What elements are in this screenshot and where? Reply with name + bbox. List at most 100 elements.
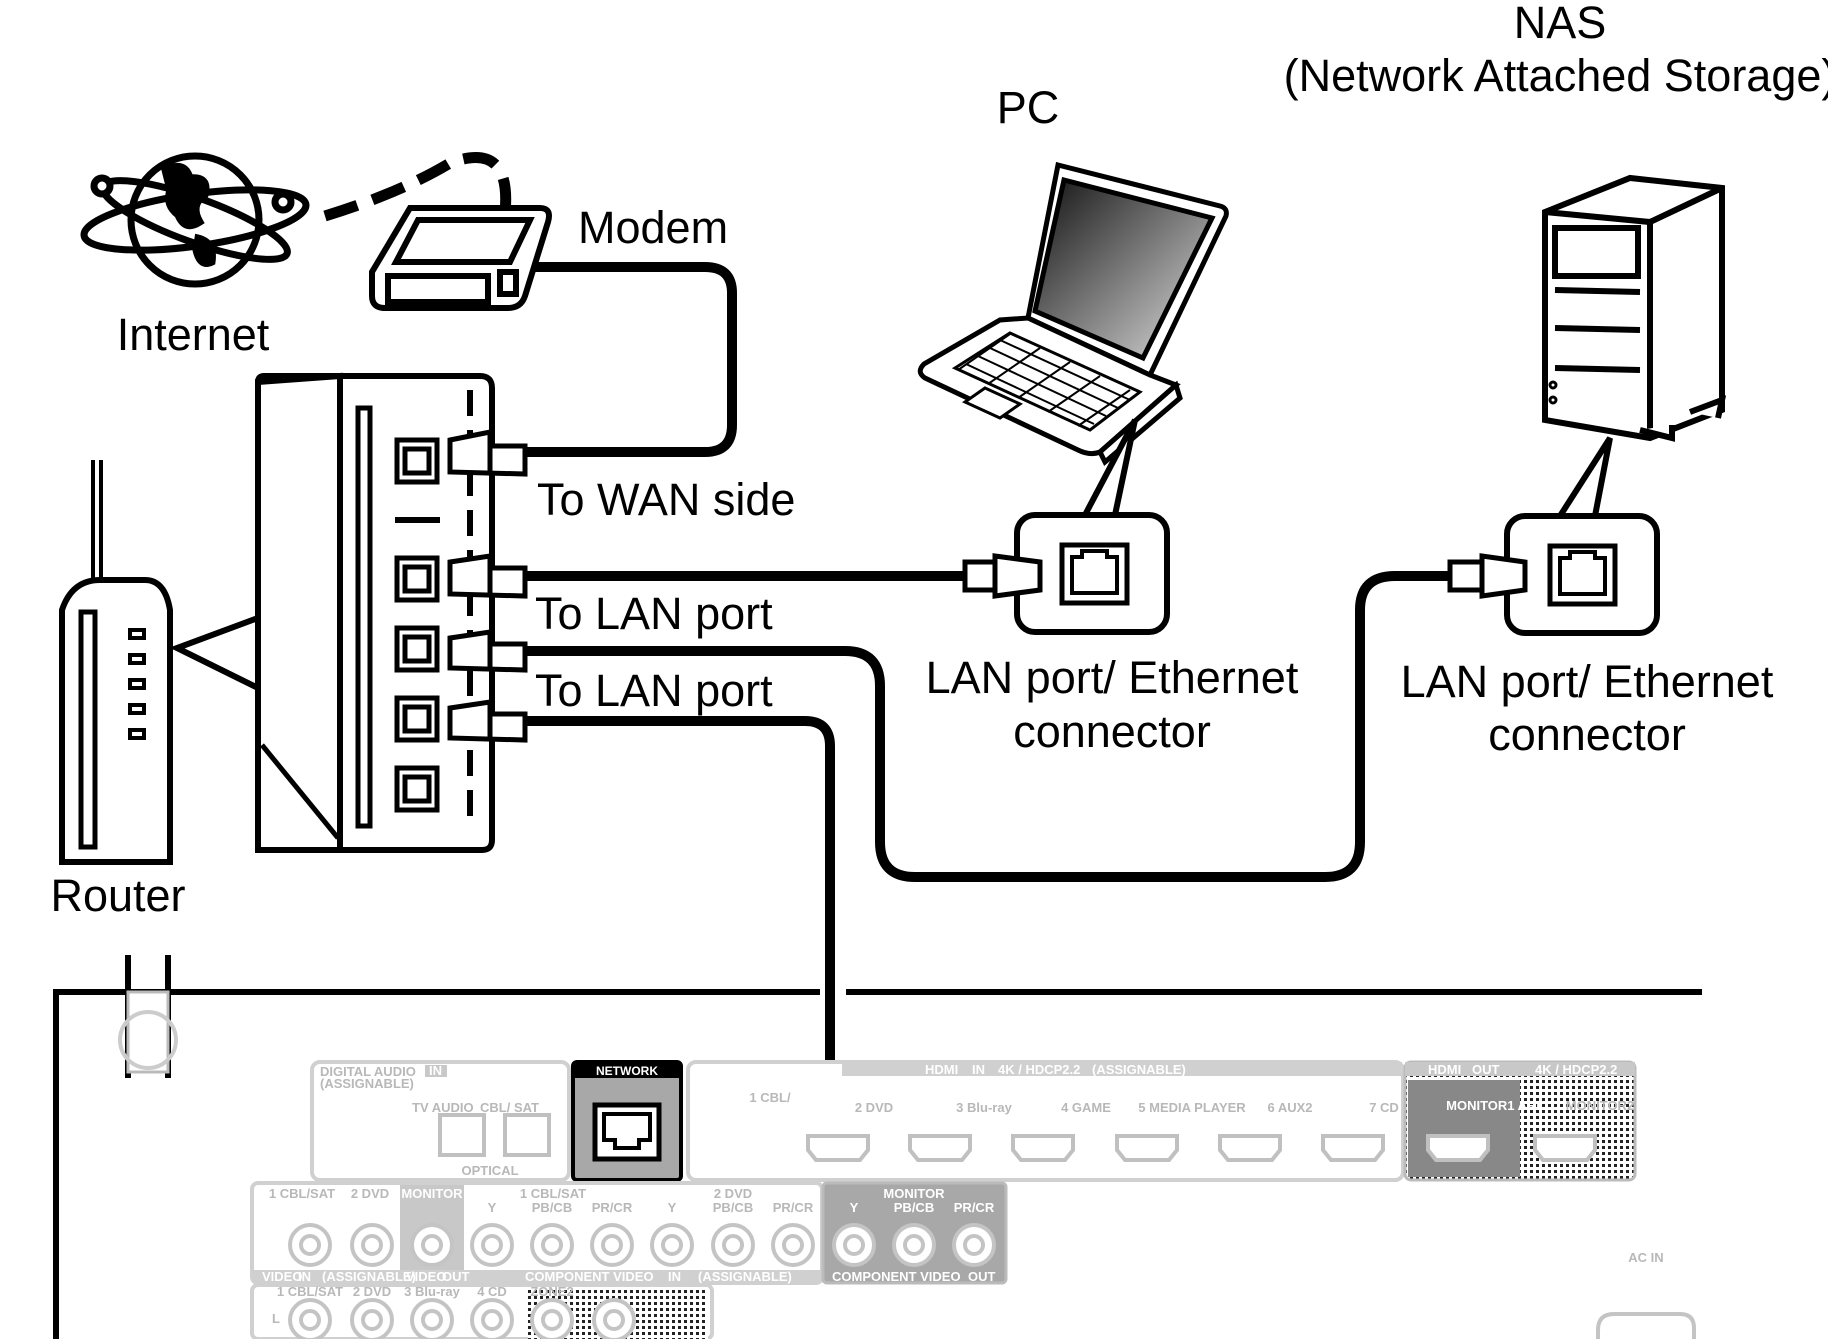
audio-l-marker: L xyxy=(272,1311,280,1326)
hdmi-input-3: 3 Blu-ray xyxy=(956,1100,1012,1115)
router-ports xyxy=(394,437,440,813)
to-lan-port-label-2: To LAN port xyxy=(535,665,773,716)
digital-audio-assignable: (ASSIGNABLE) xyxy=(320,1076,414,1091)
component-monitor-y: Y xyxy=(850,1200,859,1215)
pc-label: PC xyxy=(997,82,1060,133)
video-in-label: VIDEO xyxy=(262,1269,302,1284)
router-label: Router xyxy=(50,870,185,921)
cbl-sat-optical-label: CBL/ SAT xyxy=(480,1100,539,1115)
audio-input-1: 1 CBL/SAT xyxy=(277,1284,343,1299)
router-lan-port-2 xyxy=(394,625,440,673)
monitor1-arc-label: MONITOR1 ARC xyxy=(1446,1098,1546,1113)
optical-port-1 xyxy=(438,1113,486,1157)
wan-plug xyxy=(447,428,528,477)
component-monitor-label: MONITOR xyxy=(883,1186,945,1201)
nas-port-label-line2: connector xyxy=(1488,709,1686,760)
nas-port-label-line1: LAN port/ Ethernet xyxy=(1401,656,1774,707)
video-monitor-label: MONITOR xyxy=(401,1186,463,1201)
laptop-icon xyxy=(917,161,1229,466)
router-icon xyxy=(59,460,260,865)
monitor2-label: MONITOR2 xyxy=(1566,1098,1634,1113)
audio-input-3: 3 Blu-ray xyxy=(404,1284,460,1299)
component-1-y: Y xyxy=(488,1200,497,1215)
hdmi-out-badge: OUT xyxy=(1472,1062,1500,1077)
hdmi-output-group: HDMI OUT 4K / HDCP2.2 MONITOR1 ARC MONIT… xyxy=(1403,1060,1637,1182)
audio-input-2: 2 DVD xyxy=(353,1284,391,1299)
video-out-label: VIDEO xyxy=(406,1269,446,1284)
hdmi-out-hdcp: 4K / HDCP2.2 xyxy=(1535,1062,1617,1077)
modem-icon xyxy=(369,205,552,311)
component-assignable: (ASSIGNABLE) xyxy=(698,1269,792,1284)
video-out-badge: OUT xyxy=(442,1269,470,1284)
lan-plug-3 xyxy=(447,699,528,743)
component-2-pb: PB/CB xyxy=(713,1200,753,1215)
lan-plug-2 xyxy=(447,629,528,673)
pc-port-callout xyxy=(1014,418,1170,635)
router-lan-port-1 xyxy=(394,555,440,603)
video-assignable: (ASSIGNABLE) xyxy=(322,1269,416,1284)
hdmi-input-4: 4 GAME xyxy=(1061,1100,1111,1115)
nas-label-line1: NAS xyxy=(1514,0,1607,48)
hdmi-input-5: 5 MEDIA PLAYER xyxy=(1138,1100,1246,1115)
nas-label-line2: (Network Attached Storage) xyxy=(1284,50,1828,101)
nas-port-callout xyxy=(1504,436,1660,636)
nas-plug xyxy=(1447,553,1528,599)
lan-plug-1 xyxy=(447,553,528,599)
globe-icon xyxy=(80,152,310,288)
ac-inlet xyxy=(1596,1312,1696,1339)
tv-audio-label: TV AUDIO xyxy=(412,1100,474,1115)
hdmi-in-hdcp: 4K / HDCP2.2 xyxy=(998,1062,1080,1077)
hdmi-input-group: HDMI IN 4K / HDCP2.2 (ASSIGNABLE) 1 CBL/… xyxy=(686,1060,1405,1182)
pc-port-label-line2: connector xyxy=(1013,706,1211,757)
nas-icon xyxy=(1542,174,1727,442)
hdmi-input-7: 7 CD xyxy=(1369,1100,1399,1115)
pc-plug xyxy=(962,553,1043,599)
router-lan-port-4 xyxy=(394,765,440,813)
component-monitor-output: MONITOR Y PB/CB PR/CR COMPONENT VIDEO OU… xyxy=(821,1181,1008,1285)
hdmi-in-badge: IN xyxy=(972,1062,985,1077)
component-1-pb: PB/CB xyxy=(532,1200,572,1215)
receiver-network-port: NETWORK xyxy=(571,1060,683,1182)
analog-audio-group: L 1 CBL/SAT 2 DVD 3 Blu-ray 4 CD ZONE2 xyxy=(250,1283,714,1339)
video-in-badge: IN xyxy=(298,1269,311,1284)
nas-lan-cable xyxy=(520,571,1455,882)
network-label: NETWORK xyxy=(596,1064,658,1078)
component-monitor-pr: PR/CR xyxy=(954,1200,995,1215)
digital-audio-input-group: DIGITAL AUDIO IN (ASSIGNABLE) TV AUDIO C… xyxy=(310,1060,571,1182)
hdmi-in-title: HDMI xyxy=(925,1062,958,1077)
hdmi-input-2: 2 DVD xyxy=(855,1100,893,1115)
component-2-label: 2 DVD xyxy=(714,1186,752,1201)
ac-in-label: AC IN xyxy=(1628,1250,1663,1265)
router-plugs xyxy=(447,428,528,743)
hdmi-input-1: 1 CBL/ xyxy=(749,1090,791,1105)
pc-port-label-line1: LAN port/ Ethernet xyxy=(926,652,1299,703)
video-input-1: 1 CBL/SAT xyxy=(269,1186,335,1201)
component-1-pr: PR/CR xyxy=(592,1200,633,1215)
to-wan-side-label: To WAN side xyxy=(537,474,795,525)
audio-input-4: 4 CD xyxy=(477,1284,507,1299)
digital-audio-title: DIGITAL AUDIO xyxy=(320,1064,416,1079)
component-monitor-out-badge: OUT xyxy=(968,1269,996,1284)
digital-audio-in-badge: IN xyxy=(429,1063,442,1078)
component-1-label: 1 CBL/SAT xyxy=(520,1186,586,1201)
video-component-group: 1 CBL/SAT 2 DVD MONITOR 1 CBL/SAT 2 DVD … xyxy=(250,1181,824,1285)
component-video-label: COMPONENT VIDEO xyxy=(525,1269,654,1284)
optical-label: OPTICAL xyxy=(461,1163,518,1178)
wan-cable xyxy=(520,262,737,457)
internet-label: Internet xyxy=(117,309,270,360)
hdmi-out-title: HDMI xyxy=(1428,1062,1461,1077)
zone2-label: ZONE2 xyxy=(530,1284,573,1299)
router-wan-port xyxy=(394,437,440,485)
component-monitor-footer: COMPONENT VIDEO xyxy=(832,1269,961,1284)
router-lan-port-3 xyxy=(394,695,440,743)
hdmi-in-assignable: (ASSIGNABLE) xyxy=(1092,1062,1186,1077)
component-monitor-pb: PB/CB xyxy=(894,1200,934,1215)
component-in-badge: IN xyxy=(668,1269,681,1284)
optical-port-2 xyxy=(503,1113,551,1157)
receiver-rear-panel: DIGITAL AUDIO IN (ASSIGNABLE) TV AUDIO C… xyxy=(53,955,1702,1339)
component-2-y: Y xyxy=(668,1200,677,1215)
modem-label: Modem xyxy=(578,202,728,253)
component-2-pr: PR/CR xyxy=(773,1200,814,1215)
to-lan-port-label-1: To LAN port xyxy=(535,588,773,639)
